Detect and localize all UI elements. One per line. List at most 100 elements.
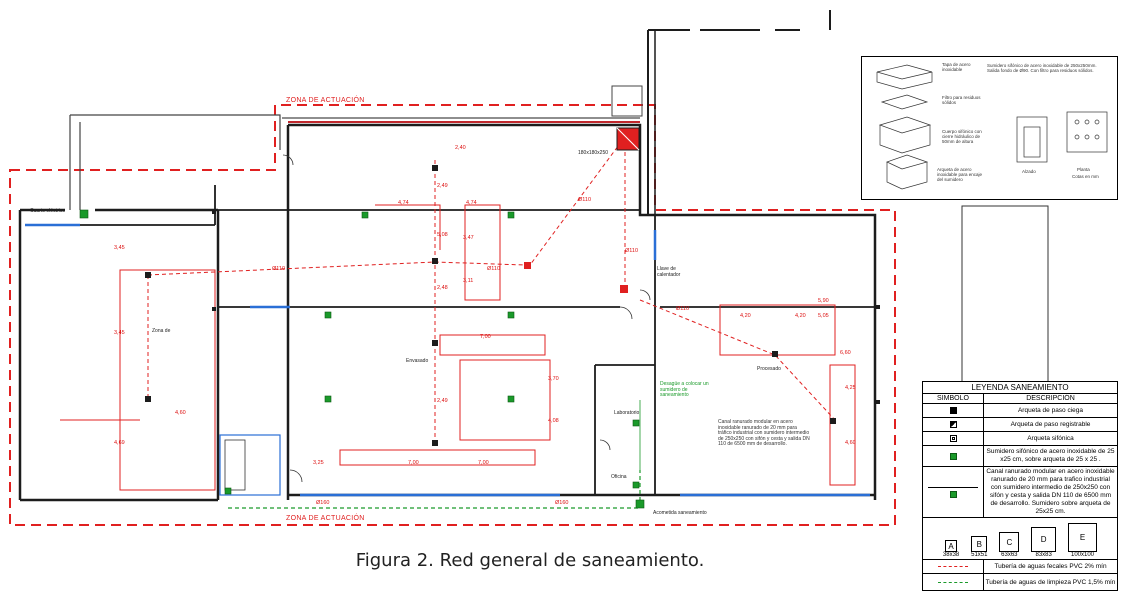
windows [25, 223, 870, 497]
legend-row: Sumidero sifónico de acero inoxidable de… [923, 446, 1117, 467]
channel-note: Canal ranurado modular en acero inoxidab… [718, 419, 810, 447]
red-manholes [524, 262, 628, 293]
corridor-walls [69, 114, 281, 210]
zone-boundary [9, 104, 896, 526]
pipe-diameter-label: Ø110 [487, 266, 501, 272]
equipment-outlines [60, 204, 856, 491]
legend-row: Arqueta de paso registrable [923, 418, 1117, 432]
legend-pipe-text: Tubería de aguas de limpieza PVC 1,5% mí… [985, 578, 1116, 586]
manholes [145, 165, 880, 446]
legend-header: SIMBOLO DESCRIPCIÓN [923, 394, 1117, 404]
dimension-label: 2,49 [437, 183, 448, 189]
dimension-label: 4,69 [114, 440, 125, 446]
staircase [961, 205, 1049, 387]
filled-square-icon [949, 407, 957, 414]
legend-row-text: Arqueta sifónica [1027, 434, 1074, 442]
drain-detail-panel: Tapa de acero inoxidable Filtro para res… [861, 56, 1118, 200]
legend-row-text: Sumidero sifónico de acero inoxidable de… [986, 448, 1115, 463]
room-oficina: Oficina [611, 474, 627, 480]
label-llave-calentador: Llave de calentador [657, 266, 681, 278]
label-acometida: Acometida saneamiento [653, 510, 707, 516]
detail-cotas: Cotas en mm [1072, 174, 1099, 179]
detail-spec: Sumidero sifónico de acero inoxidable de… [987, 63, 1097, 73]
toilets [219, 434, 281, 496]
detail-label-cuerpo: Cuerpo sifónico con cierre hidráulico de… [942, 129, 982, 144]
legend-table: LEYENDA SANEAMIENTO SIMBOLO DESCRIPCIÓN … [922, 381, 1118, 591]
dimension-label: 5,90 [818, 298, 829, 304]
dimension-label: 3,25 [313, 460, 324, 466]
red-dashed-arrow-icon [938, 566, 968, 567]
dimension-label: 4,20 [795, 313, 806, 319]
doors [282, 154, 651, 483]
zone-label-bottom: ZONA DE ACTUACIÓN [286, 515, 365, 522]
dimension-label: 7,00 [478, 460, 489, 466]
dimension-label: 4,20 [740, 313, 751, 319]
detail-alzado: Alzado [1022, 169, 1036, 174]
dimension-label: 4,60 [845, 440, 856, 446]
siphon-square-icon [949, 435, 957, 442]
pipes-fecal [147, 129, 836, 445]
dimension-label: 2,40 [455, 145, 466, 151]
legend-pipe-text: Tubería de aguas fecales PVC 2% mín [994, 563, 1107, 570]
outer-walls [18, 123, 877, 502]
dimension-label: 6,60 [840, 350, 851, 356]
dimension-label: 3,70 [548, 376, 559, 382]
dimension-label: 4,60 [175, 410, 186, 416]
dimension-label: 4,74 [466, 200, 477, 206]
dimension-label: 3,45 [114, 330, 125, 336]
dimension-label: 2,48 [437, 285, 448, 291]
legend-row-text: Canal ranurado modular en acero inoxidab… [986, 468, 1115, 515]
legend-row: Canal ranurado modular en acero inoxidab… [923, 467, 1117, 518]
channel-drain-icon [923, 467, 984, 517]
green-drains [79, 209, 645, 509]
pipes-clean [228, 470, 641, 509]
pipe-diameter-label: Ø160 [555, 500, 569, 506]
dimension-label: 3,47 [463, 235, 474, 241]
pipe-diameter-label: Ø110 [578, 197, 592, 203]
pipe-diameter-label: Ø110 [625, 248, 639, 254]
legend-title: LEYENDA SANEAMIENTO [923, 382, 1117, 394]
green-dashed-line-icon [938, 581, 968, 583]
room-envasado: Envasado [406, 358, 429, 364]
legend-pipe-row: Tubería de aguas fecales PVC 2% mín [923, 560, 1117, 574]
dimension-label: 3,45 [114, 245, 125, 251]
detail-label-filtro: Filtro para residuos sólidos [942, 95, 981, 105]
dimension-label: 7,00 [408, 460, 419, 466]
green-drain-icon [949, 452, 957, 460]
legend-row: Arqueta sifónica [923, 432, 1117, 446]
interior-walls [25, 185, 875, 495]
pipe-diameter-label: Ø160 [316, 500, 330, 506]
registrable-manhole-icon [616, 127, 640, 151]
dimension-label: 5,08 [437, 232, 448, 238]
legend-row-text: Arqueta de paso registrable [1010, 420, 1091, 428]
room-cuarto-electrico: Cuarto eléctrico [30, 208, 66, 214]
label-zona: Zona de [152, 328, 171, 334]
wall-top-right [647, 10, 831, 215]
dimension-label: 4,25 [845, 385, 856, 391]
drain-detail-drawing [876, 64, 1108, 190]
legend-row-text: Arqueta de paso ciega [1017, 406, 1084, 414]
label-equipment-size: 180x180x250 [578, 150, 609, 156]
legend-row: Arqueta de paso ciega [923, 404, 1117, 418]
legend-col-desc: DESCRIPCIÓN [1026, 395, 1075, 402]
dimension-label: 2,49 [437, 398, 448, 404]
room-procesado: Procesado [757, 366, 781, 372]
zone-label-top: ZONA DE ACTUACIÓN [286, 97, 365, 104]
dimension-label: 4,08 [548, 418, 559, 424]
detail-planta: Planta [1077, 167, 1090, 172]
detail-label-tapa: Tapa de acero inoxidable [942, 62, 971, 72]
dimension-label: 5,05 [818, 313, 829, 319]
dimension-label: 3,11 [463, 278, 474, 284]
figure-caption: Figura 2. Red general de saneamiento. [355, 550, 705, 571]
pipe-diameter-label: Ø110 [272, 266, 286, 272]
pipe-diameter-label: Ø110 [676, 306, 690, 312]
dimension-label: 4,74 [398, 200, 409, 206]
drain-note: Desagüe a colocar un sumidero de saneami… [660, 381, 709, 398]
